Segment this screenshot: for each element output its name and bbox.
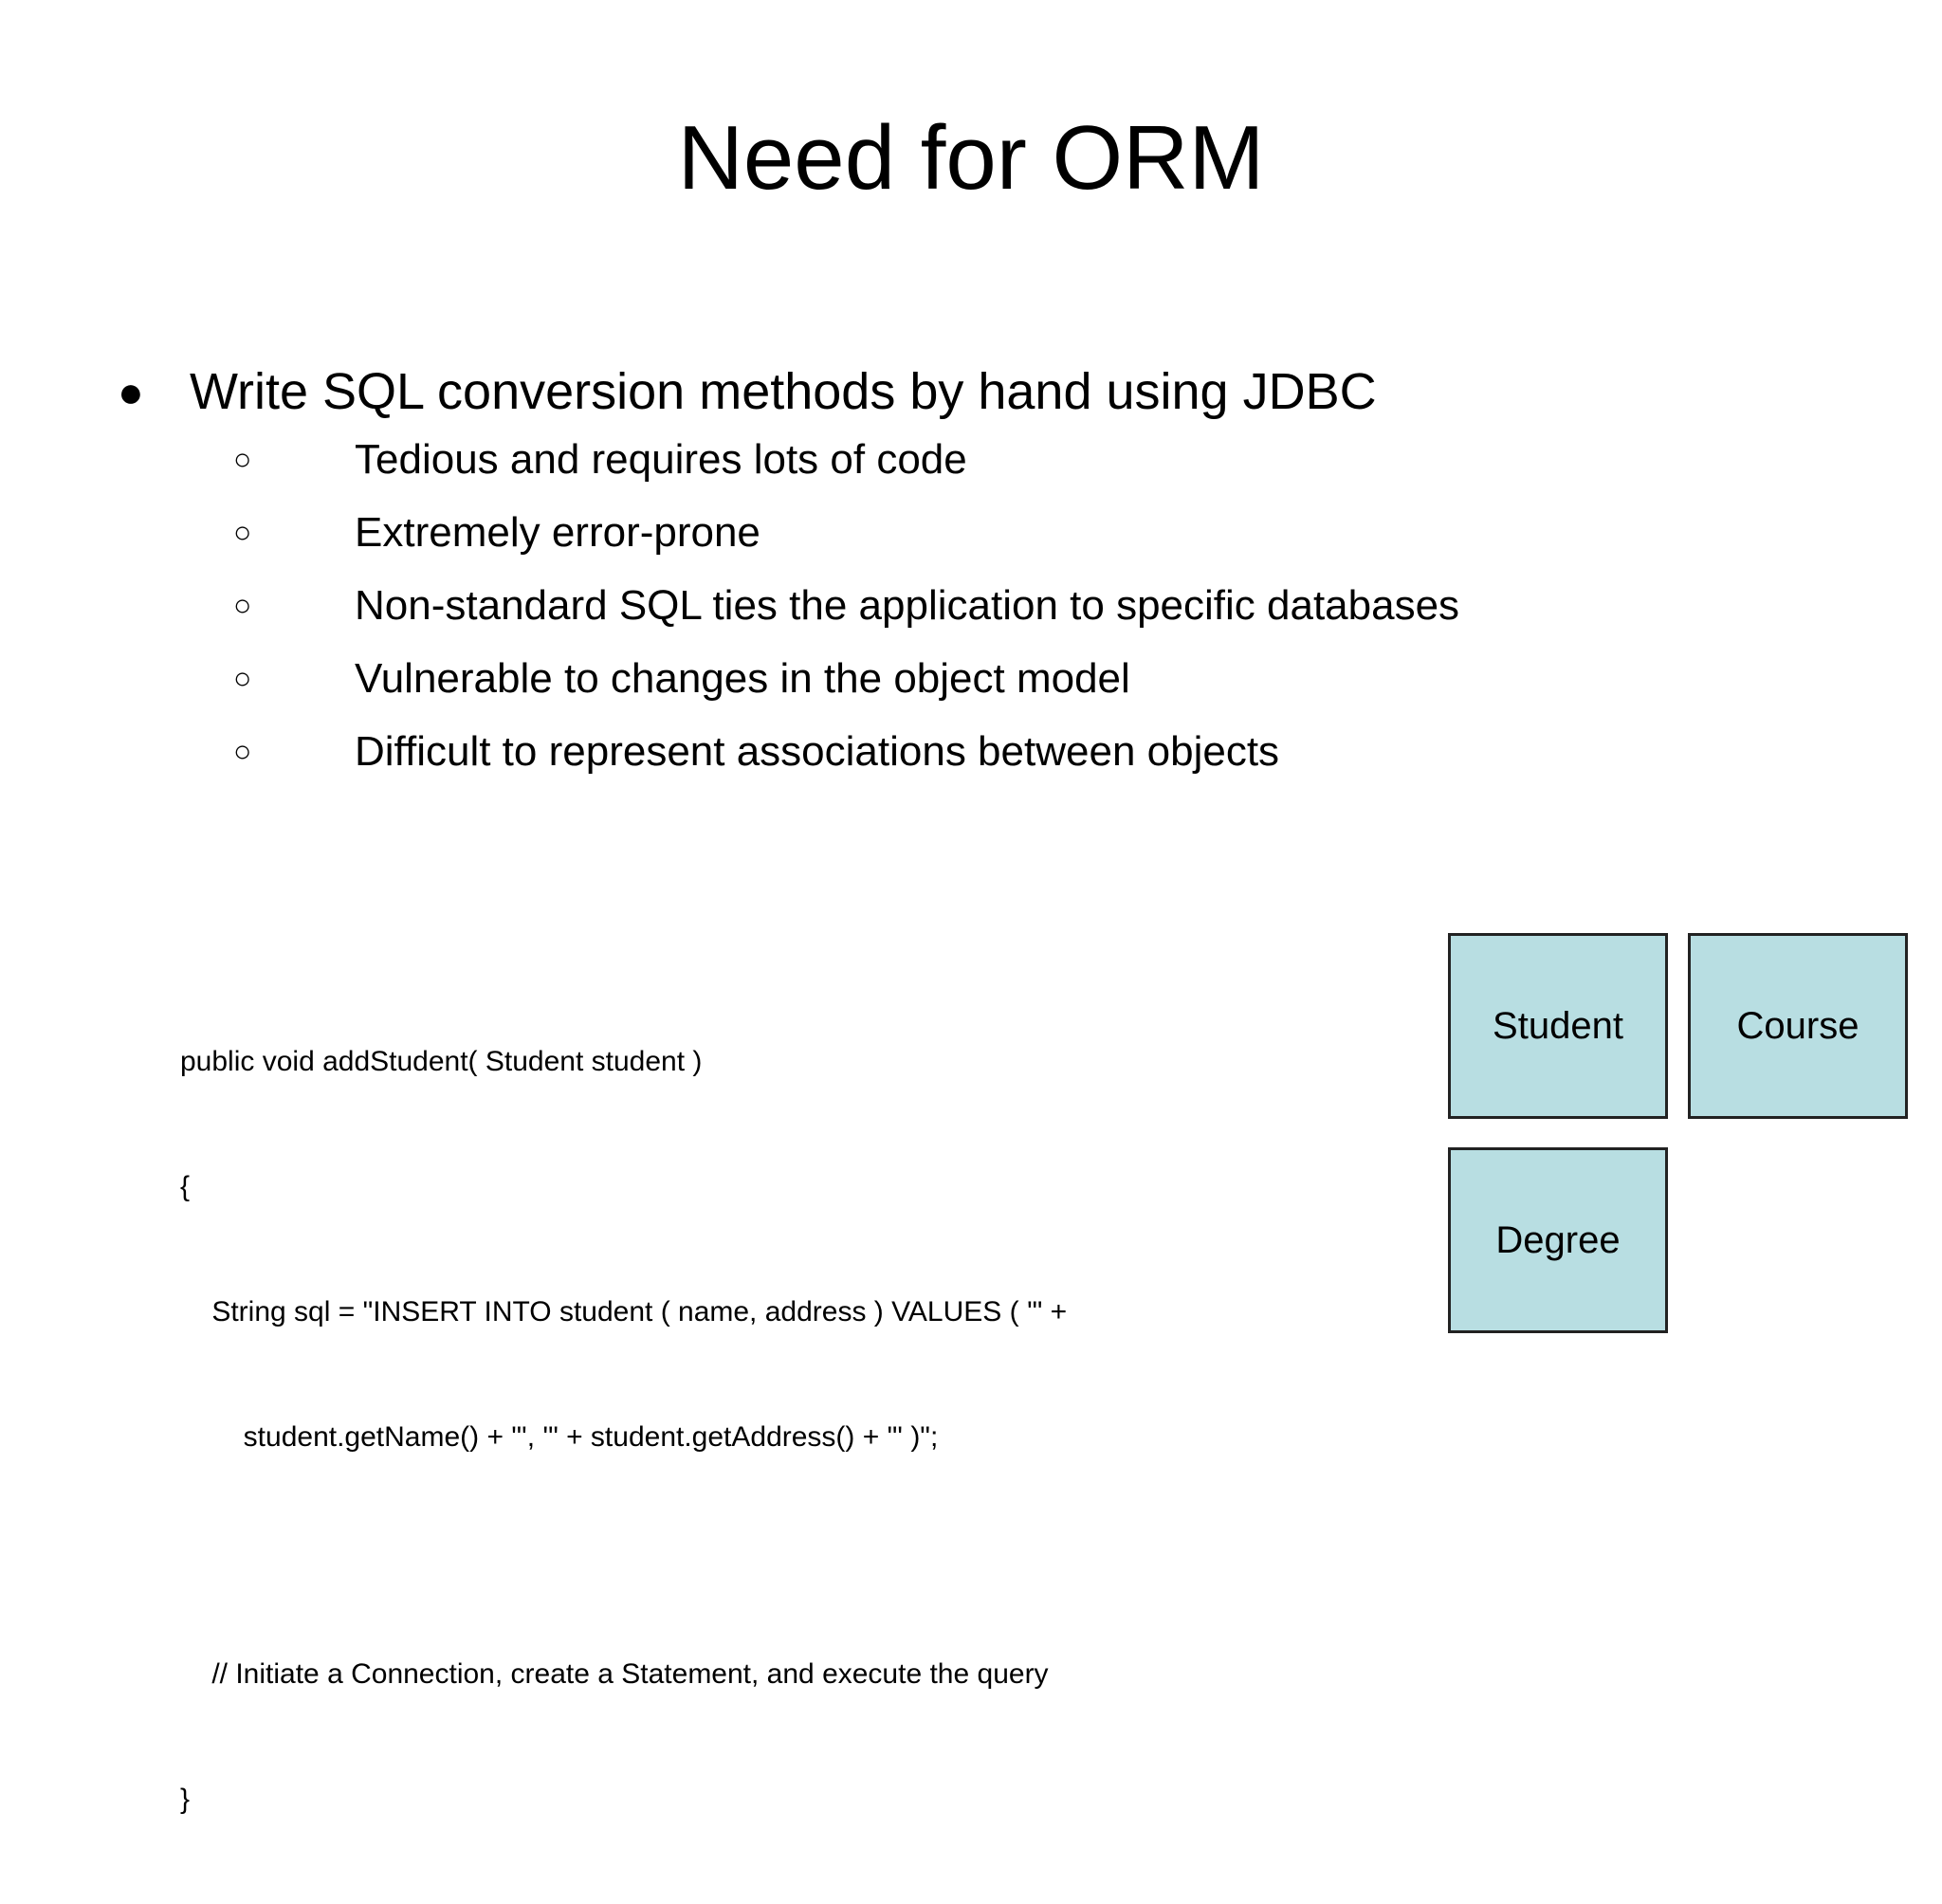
list-item: ○ Vulnerable to changes in the object mo… [112,651,1838,705]
class-box-course: Course [1688,933,1908,1119]
list-item-main: ● Write SQL conversion methods by hand u… [112,362,1838,421]
class-box-label: Student [1493,1005,1623,1047]
list-item-label: Vulnerable to changes in the object mode… [355,655,1130,702]
list-item-label: Difficult to represent associations betw… [355,728,1280,775]
slide-canvas: Need for ORM ● Write SQL conversion meth… [112,107,1908,1815]
list-item: ○ Non-standard SQL ties the application … [112,578,1838,632]
list-item-label: Write SQL conversion methods by hand usi… [190,363,1377,420]
code-line: public void addStudent( Student student … [180,1046,703,1077]
list-item-label: Non-standard SQL ties the application to… [355,582,1460,629]
class-box-student: Student [1448,933,1668,1119]
hollow-bullet-icon: ○ [233,442,252,476]
list-item: ○ Extremely error-prone [112,505,1838,559]
class-box-degree: Degree [1448,1147,1668,1333]
code-line: } [180,1784,191,1815]
page-title: Need for ORM [677,107,1265,209]
list-item: ○ Difficult to represent associations be… [112,724,1838,778]
code-sample: public void addStudent( Student student … [180,958,1375,1904]
filled-bullet-icon: ● [118,367,144,416]
hollow-bullet-icon: ○ [233,515,252,549]
code-line: student.getName() + "', '" + student.get… [180,1421,939,1453]
list-item: ○ Tedious and requires lots of code [112,432,1838,486]
hollow-bullet-icon: ○ [233,588,252,622]
sub-bullet-list: ○ Tedious and requires lots of code ○ Ex… [112,432,1838,778]
hollow-bullet-icon: ○ [233,734,252,768]
code-line-blank [180,1542,1375,1570]
code-line: String sql = "INSERT INTO student ( name… [180,1296,1068,1327]
list-item-label: Tedious and requires lots of code [355,436,967,483]
hollow-bullet-icon: ○ [233,661,252,695]
code-line-comment: // Initiate a Connection, create a State… [180,1658,1049,1690]
list-item-label: Extremely error-prone [355,509,760,556]
class-box-label: Degree [1495,1219,1621,1261]
bullet-body: ● Write SQL conversion methods by hand u… [112,362,1838,797]
class-box-label: Course [1736,1005,1860,1047]
code-line: { [180,1171,191,1202]
